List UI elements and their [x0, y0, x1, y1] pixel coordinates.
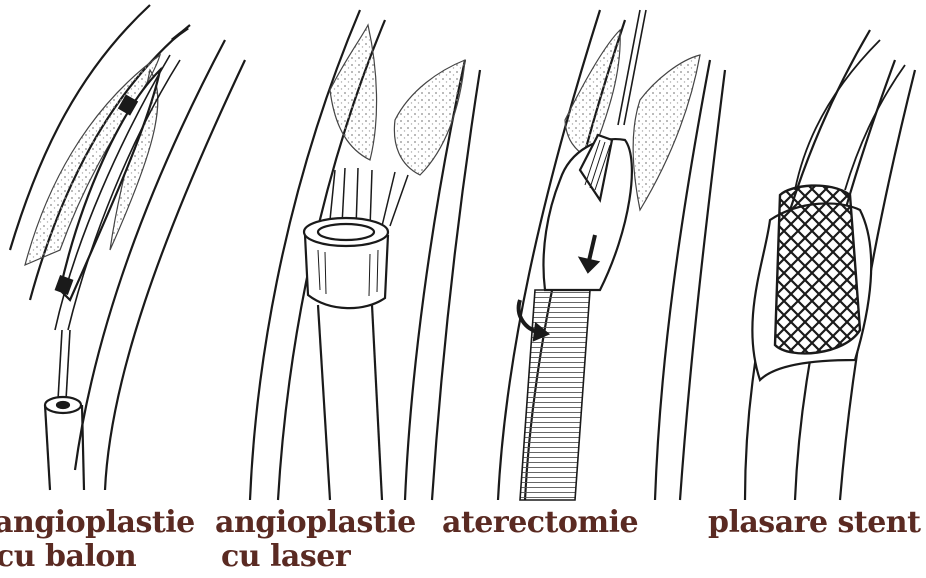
balloon-angioplasty-illustration: [10, 5, 245, 490]
stent-placement-illustration: [745, 30, 915, 500]
caption-atherectomy: aterectomie: [442, 506, 638, 540]
caption-stent-placement: plasare stent: [708, 506, 920, 540]
stent-mesh: [775, 186, 860, 354]
laser-angioplasty-illustration: [250, 10, 480, 500]
atherectomy-illustration: [498, 10, 725, 500]
caption-laser-angioplasty: angioplastie cu laser: [215, 506, 416, 574]
caption-balloon-angioplasty: angioplastie cu balon: [0, 506, 195, 574]
